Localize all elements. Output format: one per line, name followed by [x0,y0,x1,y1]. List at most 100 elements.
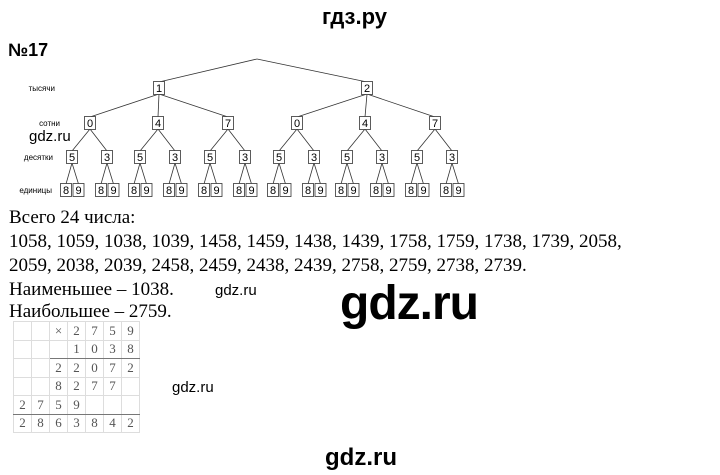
svg-text:0: 0 [294,118,300,130]
tree-edge [168,162,176,185]
digit-box: 2 [361,81,373,95]
grid-cell [31,358,50,378]
task-number: №17 [8,40,49,60]
svg-text:9: 9 [248,185,254,197]
digit-box: 9 [347,183,360,197]
tree-edge [209,128,229,152]
digit-box: 9 [279,183,292,197]
svg-text:3: 3 [379,152,385,164]
tree-edge [71,162,79,185]
tree-edge [158,93,229,118]
grid-cell: 3 [67,413,86,433]
grid-cell: 9 [67,395,86,415]
svg-text:9: 9 [350,185,356,197]
smallest-number: Наименьшее – 1038. [9,279,174,300]
digit-box: 9 [140,183,153,197]
svg-text:8: 8 [166,185,172,197]
grid-cell: 2 [67,376,86,396]
svg-text:8: 8 [338,185,344,197]
tree-edge [272,162,280,185]
svg-text:9: 9 [178,185,184,197]
numbers-line-2: 2059, 2038, 2039, 2458, 2459, 2438, 2439… [9,255,527,276]
svg-text:9: 9 [143,185,149,197]
tree-edge [244,162,252,185]
tree-edge [203,162,211,185]
grid-cell: 2 [67,321,86,341]
grid-cell [85,395,104,415]
grid-cell: 7 [31,395,50,415]
digit-box: 4 [152,116,164,130]
level-label: сотни [39,119,60,128]
tree-edge [278,128,298,152]
grid-cell [31,376,50,396]
digit-box: 8 [198,183,210,197]
svg-text:3: 3 [242,152,248,164]
digit-box: 8 [440,183,452,197]
digit-box: 7 [222,116,234,130]
svg-text:9: 9 [420,185,426,197]
grid-cell [13,321,32,341]
digit-box: 5 [66,150,78,164]
svg-text:7: 7 [225,118,231,130]
tree-edge [65,162,73,185]
grid-cell: 2 [67,358,86,378]
svg-text:9: 9 [385,185,391,197]
tree-edge [238,162,246,185]
tree-edge [106,162,114,185]
grid-cell [13,376,32,396]
digit-box: 0 [291,116,303,130]
numbers-line-1: 1058, 1059, 1038, 1039, 1458, 1459, 1438… [9,231,622,252]
digit-box: 9 [175,183,188,197]
tree-edge [209,162,217,185]
svg-text:1: 1 [156,83,162,95]
grid-cell: 5 [103,321,122,341]
grid-cell: 4 [103,413,122,433]
tree-edge [158,58,258,83]
grid-cell: 2 [121,413,140,433]
tree-edge [100,162,108,185]
digit-box: 8 [405,183,417,197]
tree-edge [71,128,91,152]
digit-box: 5 [273,150,285,164]
total-count: Всего 24 числа: [9,207,136,228]
grid-cell [31,321,50,341]
largest-number: Наибольшее – 2759. [9,301,172,322]
svg-text:9: 9 [75,185,81,197]
grid-cell: 8 [49,376,68,396]
tree-edge [366,93,436,118]
tree-edge [375,162,383,185]
tree-edge [346,128,366,152]
grid-cell: 8 [31,413,50,433]
tree-edge [307,162,315,185]
tree-edge [296,128,315,152]
digit-box: 8 [163,183,175,197]
digit-box: 0 [84,116,96,130]
svg-text:8: 8 [373,185,379,197]
svg-text:0: 0 [87,118,93,130]
grid-cell [31,339,50,359]
grid-cell: 2 [49,358,68,378]
tree-edge [381,162,389,185]
digit-box: 3 [376,150,388,164]
digit-box: 1 [153,81,165,95]
svg-text:8: 8 [305,185,311,197]
svg-text:8: 8 [443,185,449,197]
svg-text:8: 8 [98,185,104,197]
level-label: единицы [19,186,52,195]
tree-edge [313,162,321,185]
tree-edge [416,128,436,152]
svg-text:8: 8 [131,185,137,197]
digit-box: 5 [134,150,146,164]
svg-text:5: 5 [137,152,143,164]
digit-box: 3 [169,150,181,164]
tree-edge [89,93,160,118]
grid-cell: 6 [49,413,68,433]
grid-cell: 7 [85,376,104,396]
digit-box: 9 [417,183,430,197]
digit-box: 3 [101,150,113,164]
grid-cell: 7 [85,321,104,341]
